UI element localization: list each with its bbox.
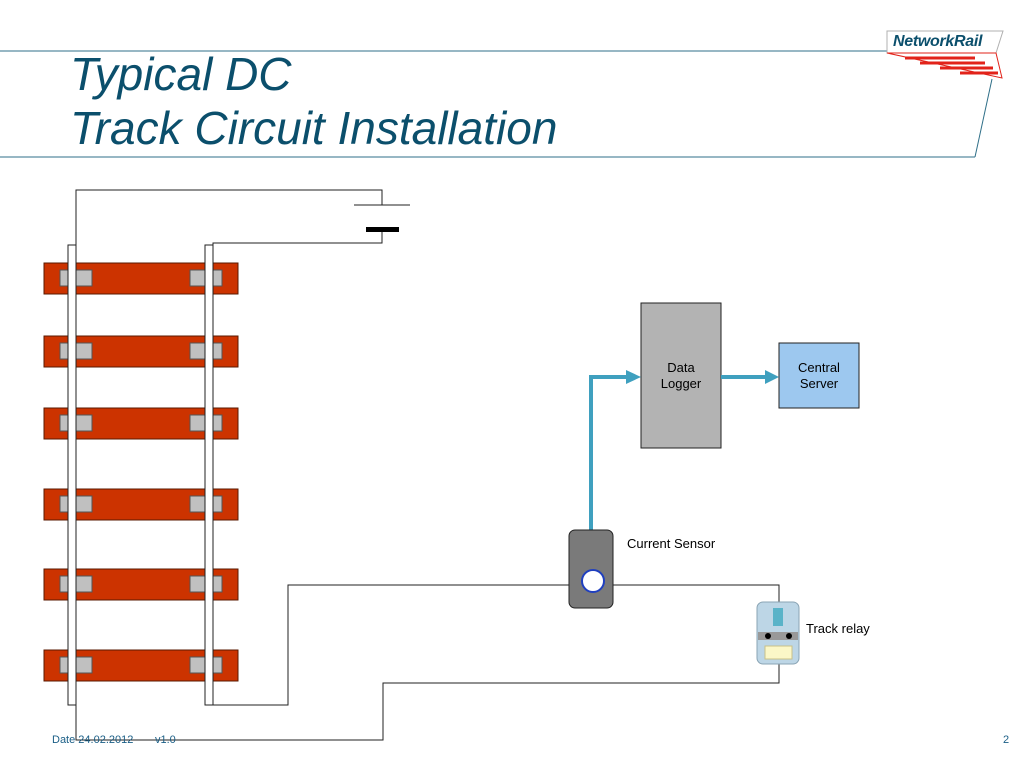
data-logger-label-line1: Data [667, 360, 695, 375]
slide-title-line-1: Typical DC [70, 48, 292, 100]
logger-to-server-arrow [721, 370, 779, 384]
data-logger-label-line2: Logger [660, 376, 702, 391]
network-rail-logo-text: NetworkRail [893, 33, 983, 50]
network-rail-logo [886, 30, 1004, 79]
left-rail [67, 244, 77, 706]
right-rail [204, 244, 214, 706]
page-number: 2 [1003, 734, 1010, 746]
central-server-label: Central Server [779, 360, 859, 392]
current-sensor-label: Current Sensor [627, 536, 716, 551]
sensor-to-logger-arrow [589, 370, 641, 530]
track-relay [756, 601, 800, 665]
header-rule [0, 50, 993, 158]
central-server-label-line2: Server [799, 376, 839, 391]
central-server-box [778, 342, 860, 409]
battery-symbol [354, 204, 410, 232]
central-server-label-line1: Central [798, 360, 840, 375]
footer-version: v1.0 [155, 734, 176, 746]
current-sensor [568, 529, 614, 609]
battery-wire-left [75, 189, 383, 245]
data-logger-label: Data Logger [641, 360, 721, 392]
relay-wire-bottom [75, 664, 780, 741]
slide-title-line-2: Track Circuit Installation [70, 102, 558, 154]
relay-wire-top [213, 584, 780, 706]
track-relay-label: Track relay [806, 621, 870, 636]
battery-wire-right [212, 230, 383, 245]
data-logger-box [640, 302, 722, 449]
footer-date: Date 24.02.2012 [52, 734, 134, 746]
